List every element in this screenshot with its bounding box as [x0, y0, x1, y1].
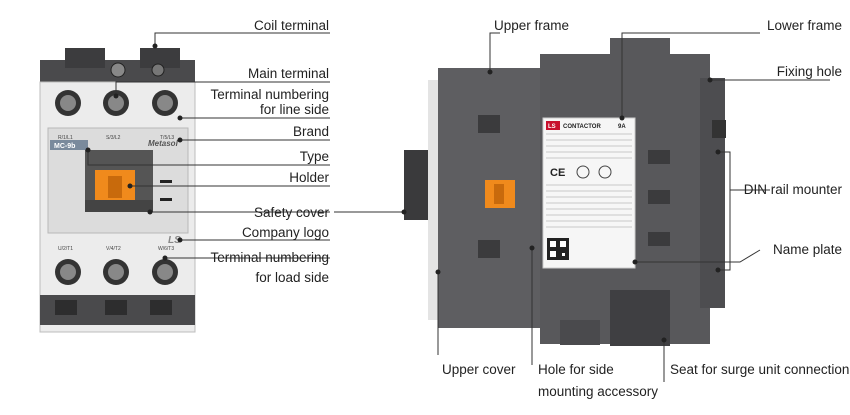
holder-slot — [108, 176, 122, 198]
lower-hole-3 — [648, 232, 670, 246]
label-coil-terminal: Coil terminal — [253, 18, 329, 33]
upper-cover — [428, 80, 440, 320]
side-hole-2 — [478, 240, 500, 258]
terminal-mark-bot-1: U/2/T1 — [58, 246, 73, 252]
line-screw-3-inner — [157, 95, 173, 111]
line-screw-1-inner — [60, 95, 76, 111]
coil-terminal-housing-left — [65, 48, 105, 68]
label-terminal-numbering-load-2: for load side — [255, 270, 329, 285]
bottom-slot-1 — [55, 300, 77, 315]
right-leader-lines — [334, 32, 830, 382]
bottom-slot-2 — [105, 300, 127, 315]
left-leader-dots — [85, 43, 183, 261]
indicator-mark-2 — [160, 198, 172, 201]
bottom-foot-left — [560, 320, 600, 345]
label-terminal-numbering-line-1: Terminal numbering — [210, 87, 329, 102]
name-plate-table-lines — [546, 133, 632, 228]
label-holder: Holder — [289, 170, 329, 185]
right-leader-dots — [401, 69, 721, 343]
label-terminal-numbering-line-2: for line side — [259, 102, 329, 117]
safety-cover — [85, 200, 153, 212]
terminal-mark-top-3: T/5/L3 — [160, 135, 174, 141]
leader-upper-frame — [489, 32, 500, 72]
ce-mark: CE — [550, 167, 565, 179]
label-din-rail-mounter: DIN rail mounter — [743, 182, 842, 197]
label-brand: Brand — [292, 124, 329, 139]
lower-hole-2 — [648, 190, 670, 204]
side-view-device: LS CONTACTOR 9A CE — [404, 38, 726, 346]
name-plate-logo-box — [546, 121, 560, 130]
cert-mark-1 — [576, 165, 590, 179]
name-plate-product: CONTACTOR — [563, 124, 601, 130]
name-plate-rating: 9A — [618, 124, 626, 130]
lower-hole-1 — [648, 150, 670, 164]
leader-name-plate — [635, 249, 761, 263]
bottom-slot-3 — [150, 300, 172, 315]
name-plate-logo: LS — [548, 124, 556, 130]
label-hole-side-2: mounting accessory — [538, 384, 659, 399]
coil-terminal-housing-right — [140, 48, 180, 68]
surge-unit-seat — [610, 290, 670, 346]
front-view-device: R/1/L1 S/3/L2 T/5/L3 Metasol MC-9b LS U/… — [39, 48, 196, 333]
terminal-mark-top-2: S/3/L2 — [106, 135, 121, 141]
label-terminal-numbering-load-1: Terminal numbering — [210, 250, 329, 265]
load-screw-1-inner — [60, 264, 76, 280]
leader-din-bracket — [718, 151, 731, 271]
coil-terminal-screw — [110, 62, 126, 78]
type-plate — [50, 140, 88, 150]
leader-main-terminal — [115, 81, 330, 96]
load-screw-2-inner — [108, 264, 124, 280]
line-screw-2-inner — [108, 95, 124, 111]
label-lower-frame: Lower frame — [766, 18, 842, 33]
brand-mark: Metasol — [148, 139, 179, 148]
label-name-plate: Name plate — [772, 242, 842, 257]
cert-mark-2 — [598, 165, 612, 179]
side-holder-slot — [494, 184, 504, 204]
terminal-mark-top-1: R/1/L1 — [58, 135, 73, 141]
terminal-mark-bot-2: V/4/T2 — [106, 246, 121, 252]
leader-coil-terminal — [154, 32, 330, 46]
leader-lower-frame — [621, 32, 760, 118]
load-screw-3-inner — [157, 264, 173, 280]
terminal-mark-bot-3: W/6/T3 — [158, 246, 174, 252]
label-fixing-hole: Fixing hole — [776, 64, 842, 79]
label-upper-cover: Upper cover — [442, 362, 516, 377]
logo-mark: LS — [168, 235, 181, 246]
label-company-logo: Company logo — [241, 225, 329, 240]
label-main-terminal: Main terminal — [247, 66, 329, 81]
label-seat-surge: Seat for surge unit connection — [670, 362, 850, 377]
lower-frame-right — [700, 78, 725, 308]
leader-type — [87, 150, 330, 166]
type-mark: MC-9b — [54, 143, 75, 150]
label-safety-cover: Safety cover — [253, 205, 329, 220]
label-upper-frame: Upper frame — [494, 18, 570, 33]
indicator-mark-1 — [160, 180, 172, 183]
label-type: Type — [299, 149, 329, 164]
side-hole-1 — [478, 115, 500, 133]
din-rail-side-block — [404, 150, 432, 220]
fixing-hole — [712, 120, 726, 138]
lower-frame-top — [610, 38, 670, 62]
left-leader-lines — [87, 32, 330, 259]
label-hole-side-1: Hole for side — [538, 362, 614, 377]
coil-terminal-screw-2 — [151, 63, 165, 77]
